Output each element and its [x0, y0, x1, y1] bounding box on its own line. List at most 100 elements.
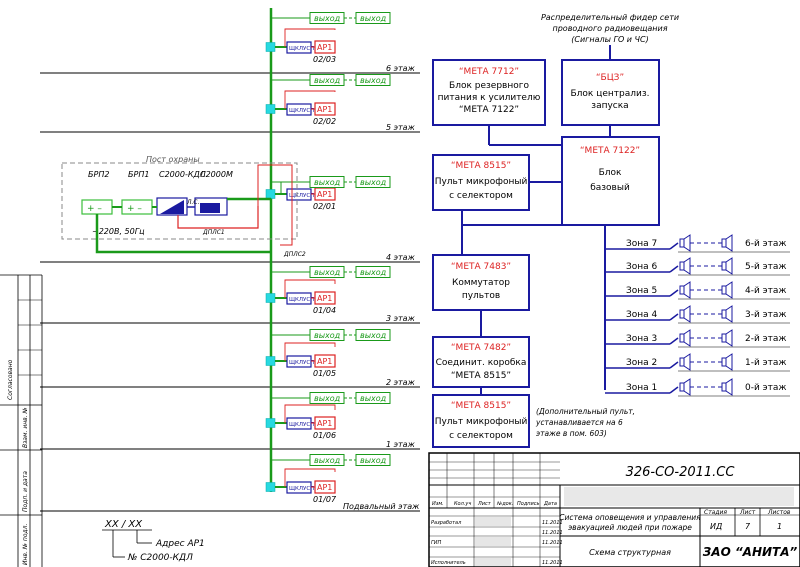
lsh-label: ЩКЛУСП — [289, 422, 314, 428]
floor-lines — [40, 72, 420, 512]
ispoln: Исполнитель — [431, 560, 466, 566]
zone-label: Зона 6 — [626, 262, 658, 272]
stadia-value: ИД — [710, 522, 722, 531]
zone-floor-label: 1-й этаж — [745, 358, 787, 368]
brp2-terminals: + – — [87, 204, 102, 214]
lsh-label: ЩКЛУСП — [289, 193, 314, 199]
address-legend: XX / XX Адрес АР1 № С2000-КДЛ — [102, 519, 205, 563]
legend-xx: XX / XX — [104, 519, 143, 530]
zone-floor-label: 4-й этаж — [745, 286, 787, 296]
sheet-name: Схема структурная — [589, 548, 671, 557]
brp1-terminals: + – — [127, 204, 142, 214]
ar1-label: АР1 — [317, 190, 332, 199]
ar1-label: АР1 — [317, 419, 332, 428]
speaker-icon — [721, 357, 727, 367]
dpls2-label: ДПЛС2 — [283, 251, 306, 258]
meta7122-desc-1: Блок — [599, 168, 622, 178]
zone-floor-label: 3-й этаж — [745, 310, 787, 320]
date-1: 11.2011 — [542, 520, 563, 526]
kdl-label: С2000-КДЛ — [159, 170, 206, 179]
speaker-icon — [679, 238, 685, 248]
meta7712-name: “МЕТА 7712” — [459, 67, 519, 77]
lsh-label: ЩКЛУСП — [289, 486, 314, 492]
block-meta7482: “МЕТА 7482” Соединит. коробка “МЕТА 8515… — [432, 336, 530, 388]
legend-addr: Адрес АР1 — [155, 539, 205, 549]
ar1-label: АР1 — [317, 105, 332, 114]
exit-label: выход — [314, 76, 341, 85]
ar1-address: 01/07 — [313, 495, 337, 504]
exit-label: выход — [360, 331, 387, 340]
bcz-desc-2: запуска — [591, 101, 628, 111]
floor-5-label: 5 этаж — [386, 123, 416, 132]
speaker-icon — [721, 309, 727, 319]
junction-node — [265, 104, 276, 114]
meta7122-desc-2: базовый — [590, 183, 630, 193]
date-2: 11.2011 — [542, 530, 563, 536]
block-meta8515b: “МЕТА 8515” Пульт микрофоный с селекторо… — [432, 394, 530, 448]
basement-label: Подвальный этаж — [343, 502, 420, 511]
ar1-label: АР1 — [317, 294, 332, 303]
block-bcz: “БЦЗ” Блок централиз. запуска — [561, 59, 660, 126]
meta8515a-desc-2: с селектором — [449, 191, 513, 201]
zone-label: Зона 3 — [626, 334, 657, 344]
lsh-label: ЩКЛУСП — [289, 360, 314, 366]
junction-node — [265, 189, 276, 199]
meta7483-desc-1: Коммутатор — [452, 278, 510, 288]
stamp-inv-orig: Инв. № подл. — [22, 524, 29, 565]
junction-node — [265, 42, 276, 52]
zone-label: Зона 2 — [626, 358, 657, 368]
listov-value: 1 — [777, 522, 782, 531]
meta7122-name: “МЕТА 7122” — [580, 146, 640, 156]
zone-row-1: Зона 1 0-й этаж — [605, 378, 790, 397]
junction-node — [265, 293, 276, 303]
razrab: Разработал — [431, 520, 462, 526]
junction-node — [265, 356, 276, 366]
ar1-address: 01/06 — [313, 431, 336, 440]
floor-6-label: 6 этаж — [386, 64, 416, 73]
extra-note-2: устанавливается на 6 — [535, 418, 623, 427]
ar1-address: 01/05 — [313, 369, 336, 378]
exit-sign — [355, 266, 391, 278]
kdl-triangle — [160, 200, 184, 214]
floor-2-label: 2 этаж — [386, 378, 416, 387]
ar1-address: 02/03 — [313, 55, 336, 64]
zone-floor-label: 0-й этаж — [745, 383, 787, 393]
c2000m-label: С2000М — [200, 170, 233, 179]
feeder-note-3: (Сигналы ГО и ЧС) — [571, 35, 648, 44]
meta7482-desc-1: Соединит. коробка — [436, 358, 527, 368]
speaker-icon — [721, 238, 727, 248]
zone-floor-label: 6-й этаж — [745, 239, 787, 249]
meta7712-desc-1: Блок резервного — [449, 81, 529, 91]
speaker-icon — [679, 333, 685, 343]
exit-label: выход — [314, 178, 341, 187]
extra-note-1: (Дополнительный пульт, — [536, 407, 635, 416]
block-meta7712: “МЕТА 7712” Блок резервного питания к ус… — [432, 59, 546, 126]
junction-node — [265, 418, 276, 428]
stamp-inv-replace: Взам. инв. № — [22, 407, 29, 448]
junction-node — [265, 482, 276, 492]
exit-label: выход — [360, 14, 387, 23]
zone-label: Зона 1 — [626, 383, 657, 393]
lsh-label: ЩКЛУСП — [289, 297, 314, 303]
bcz-name: “БЦЗ” — [596, 73, 624, 83]
exit-sign — [355, 454, 391, 466]
guard-post-label: Пост охраны — [146, 155, 200, 164]
zone-row-2: Зона 2 1-й этаж — [605, 353, 790, 372]
floor-3-label: 3 этаж — [386, 314, 416, 323]
lsh-label: ЩКЛУСП — [289, 108, 314, 114]
exit-label: выход — [360, 456, 387, 465]
zone-row-4: Зона 4 3-й этаж — [605, 305, 790, 324]
system-name-2: эвакуацией людей при пожаре — [568, 523, 692, 532]
exit-label: выход — [314, 456, 341, 465]
speaker-icon — [679, 357, 685, 367]
legend-kdl: № С2000-КДЛ — [127, 553, 193, 563]
speaker-icon — [679, 285, 685, 295]
zone-label: Зона 4 — [626, 310, 658, 320]
